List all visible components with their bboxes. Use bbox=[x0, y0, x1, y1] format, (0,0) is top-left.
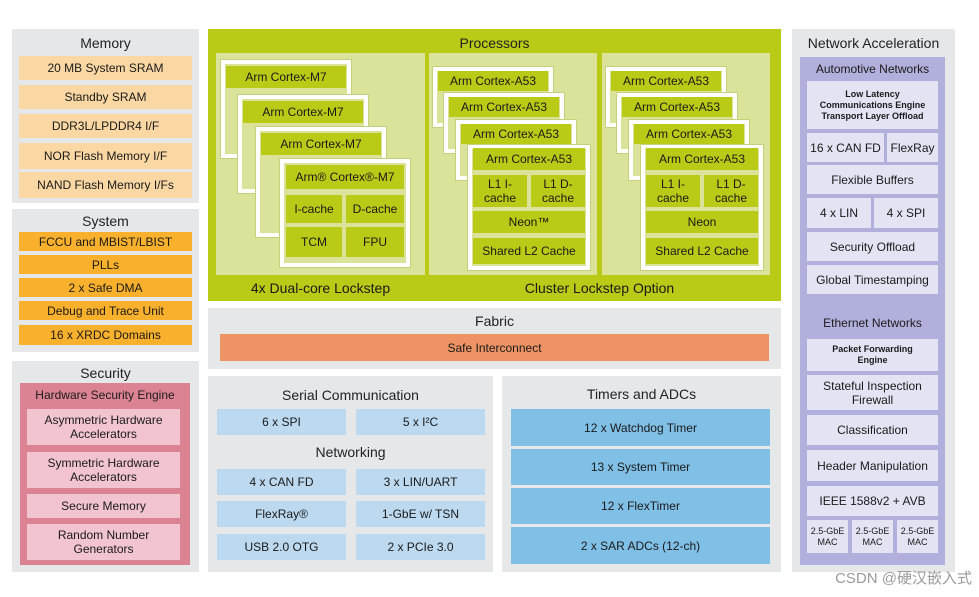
a53-core-label: Arm Cortex-A53 bbox=[449, 97, 559, 117]
m7-core-label: Arm Cortex-M7 bbox=[261, 133, 381, 155]
firewall-box: Stateful Inspection Firewall bbox=[807, 375, 938, 410]
a53-l1-dcache: L1 D-cache bbox=[704, 175, 758, 207]
memory-title: Memory bbox=[80, 35, 131, 51]
network-acceleration-title: Network Acceleration bbox=[807, 35, 940, 51]
flexray-box: FlexRay bbox=[887, 133, 938, 162]
timer-item: 2 x SAR ADCs (12-ch) bbox=[511, 527, 770, 564]
timers-title: Timers and ADCs bbox=[586, 386, 697, 402]
m7-icache: I-cache bbox=[286, 195, 342, 223]
m7-fpu: FPU bbox=[346, 227, 404, 257]
ieee-avb-box: IEEE 1588v2 + AVB bbox=[807, 486, 938, 516]
flexible-buffers-box: Flexible Buffers bbox=[807, 165, 938, 194]
classification-box: Classification bbox=[807, 415, 938, 445]
a53-core-label: Arm Cortex-A53 bbox=[438, 71, 548, 91]
can-fd-box: 16 x CAN FD bbox=[807, 133, 884, 162]
a53-neon: Neon™ bbox=[473, 211, 585, 233]
spi-box: 4 x SPI bbox=[874, 198, 938, 228]
timer-item: 13 x System Timer bbox=[511, 449, 770, 485]
a53-l1-icache: L1 I-cache bbox=[646, 175, 700, 207]
global-timestamping-box: Global Timestamping bbox=[807, 265, 938, 294]
llce-box: Low Latency Communications Engine Transp… bbox=[807, 81, 938, 129]
hardware-security-engine: Hardware Security Engine Asymmetric Hard… bbox=[20, 383, 190, 565]
security-offload-box: Security Offload bbox=[807, 232, 938, 261]
security-item: Random Number Generators bbox=[27, 524, 180, 560]
a53-l2-cache: Shared L2 Cache bbox=[646, 238, 758, 264]
m7-tcm: TCM bbox=[286, 227, 342, 257]
fabric-panel: Fabric Safe Interconnect bbox=[208, 308, 781, 369]
mac-box: 2.5-GbE MAC bbox=[897, 520, 938, 553]
a53-core-label: Arm Cortex-A53 bbox=[634, 124, 744, 144]
processors-panel: Processors Arm Cortex-M7 Arm Cortex-M7 A… bbox=[208, 29, 781, 301]
memory-item: Standby SRAM bbox=[19, 85, 192, 109]
fabric-title: Fabric bbox=[475, 313, 514, 329]
system-item: 2 x Safe DMA bbox=[19, 278, 192, 297]
memory-item: 20 MB System SRAM bbox=[19, 56, 192, 80]
header-manipulation-box: Header Manipulation bbox=[807, 450, 938, 481]
serial-title: Serial Communication bbox=[282, 387, 419, 403]
system-panel: System FCCU and MBIST/LBIST PLLs 2 x Saf… bbox=[12, 209, 199, 352]
watermark: CSDN @硬汉嵌入式 bbox=[835, 570, 972, 587]
m7-dcache: D-cache bbox=[346, 195, 404, 223]
system-item: FCCU and MBIST/LBIST bbox=[19, 232, 192, 251]
a53-core-card-front: Arm Cortex-A53 L1 I-cache L1 D-cache Neo… bbox=[641, 145, 763, 270]
ethernet-networks: Ethernet Networks Packet Forwarding Engi… bbox=[800, 309, 945, 565]
system-item: Debug and Trace Unit bbox=[19, 301, 192, 320]
spi-box: 6 x SPI bbox=[217, 409, 346, 435]
network-acceleration-panel: Network Acceleration Automotive Networks… bbox=[792, 29, 955, 572]
automotive-title: Automotive Networks bbox=[815, 62, 930, 76]
pcie-box: 2 x PCIe 3.0 bbox=[356, 534, 485, 560]
a53-core-label: Arm Cortex-A53 bbox=[611, 71, 721, 91]
m7-core-label: Arm Cortex-M7 bbox=[243, 101, 363, 123]
mac-box: 2.5-GbE MAC bbox=[852, 520, 893, 553]
a53-l2-cache: Shared L2 Cache bbox=[473, 238, 585, 264]
processors-title: Processors bbox=[459, 35, 530, 51]
m7-core-card-front: Arm® Cortex®-M7 I-cache D-cache TCM FPU bbox=[280, 159, 410, 267]
m7-core-label: Arm Cortex-M7 bbox=[226, 66, 346, 88]
memory-item: DDR3L/LPDDR4 I/F bbox=[19, 114, 192, 138]
system-item: PLLs bbox=[19, 255, 192, 274]
a53-l1-icache: L1 I-cache bbox=[473, 175, 527, 207]
a53-core-label: Arm Cortex-A53 bbox=[473, 148, 585, 170]
memory-item: NOR Flash Memory I/F bbox=[19, 143, 192, 169]
mac-box: 2.5-GbE MAC bbox=[807, 520, 848, 553]
system-item: 16 x XRDC Domains bbox=[19, 325, 192, 345]
usb-box: USB 2.0 OTG bbox=[217, 534, 346, 560]
security-item: Asymmetric Hardware Accelerators bbox=[27, 409, 180, 445]
i2c-box: 5 x I²C bbox=[356, 409, 485, 435]
memory-panel: Memory 20 MB System SRAM Standby SRAM DD… bbox=[12, 29, 199, 203]
a53-core-label: Arm Cortex-A53 bbox=[622, 97, 732, 117]
networking-title: Networking bbox=[315, 444, 386, 460]
ethernet-title: Ethernet Networks bbox=[823, 316, 922, 330]
safe-interconnect: Safe Interconnect bbox=[220, 334, 769, 361]
a53-core-card-front: Arm Cortex-A53 L1 I-cache L1 D-cache Neo… bbox=[468, 145, 590, 270]
pfe-box: Packet Forwarding Engine bbox=[807, 339, 938, 371]
a53-l1-dcache: L1 D-cache bbox=[531, 175, 585, 207]
a53-lockstep-label: Cluster Lockstep Option bbox=[524, 280, 675, 296]
engine-title: Hardware Security Engine bbox=[35, 388, 175, 402]
serial-panel: Serial Communication 6 x SPI 5 x I²C Net… bbox=[208, 376, 493, 572]
security-item: Symmetric Hardware Accelerators bbox=[27, 452, 180, 488]
m7-lockstep-label: 4x Dual-core Lockstep bbox=[250, 280, 391, 296]
security-item: Secure Memory bbox=[27, 494, 180, 518]
lin-box: 4 x LIN bbox=[807, 198, 871, 228]
can-box: 4 x CAN FD bbox=[217, 469, 346, 495]
m7-core-label: Arm® Cortex®-M7 bbox=[286, 165, 404, 189]
a53-core-label: Arm Cortex-A53 bbox=[646, 148, 758, 170]
timer-item: 12 x FlexTimer bbox=[511, 488, 770, 524]
a53-core-label: Arm Cortex-A53 bbox=[461, 124, 571, 144]
security-panel: Security Hardware Security Engine Asymme… bbox=[12, 361, 199, 572]
memory-item: NAND Flash Memory I/Fs bbox=[19, 172, 192, 198]
timers-panel: Timers and ADCs 12 x Watchdog Timer 13 x… bbox=[502, 376, 781, 572]
a53-neon: Neon bbox=[646, 211, 758, 233]
gbe-box: 1-GbE w/ TSN bbox=[356, 501, 485, 527]
lin-box: 3 x LIN/UART bbox=[356, 469, 485, 495]
flexray-box: FlexRay® bbox=[217, 501, 346, 527]
automotive-networks: Automotive Networks Low Latency Communic… bbox=[800, 57, 945, 330]
timer-item: 12 x Watchdog Timer bbox=[511, 409, 770, 446]
security-title: Security bbox=[80, 365, 131, 381]
system-title: System bbox=[82, 213, 129, 229]
